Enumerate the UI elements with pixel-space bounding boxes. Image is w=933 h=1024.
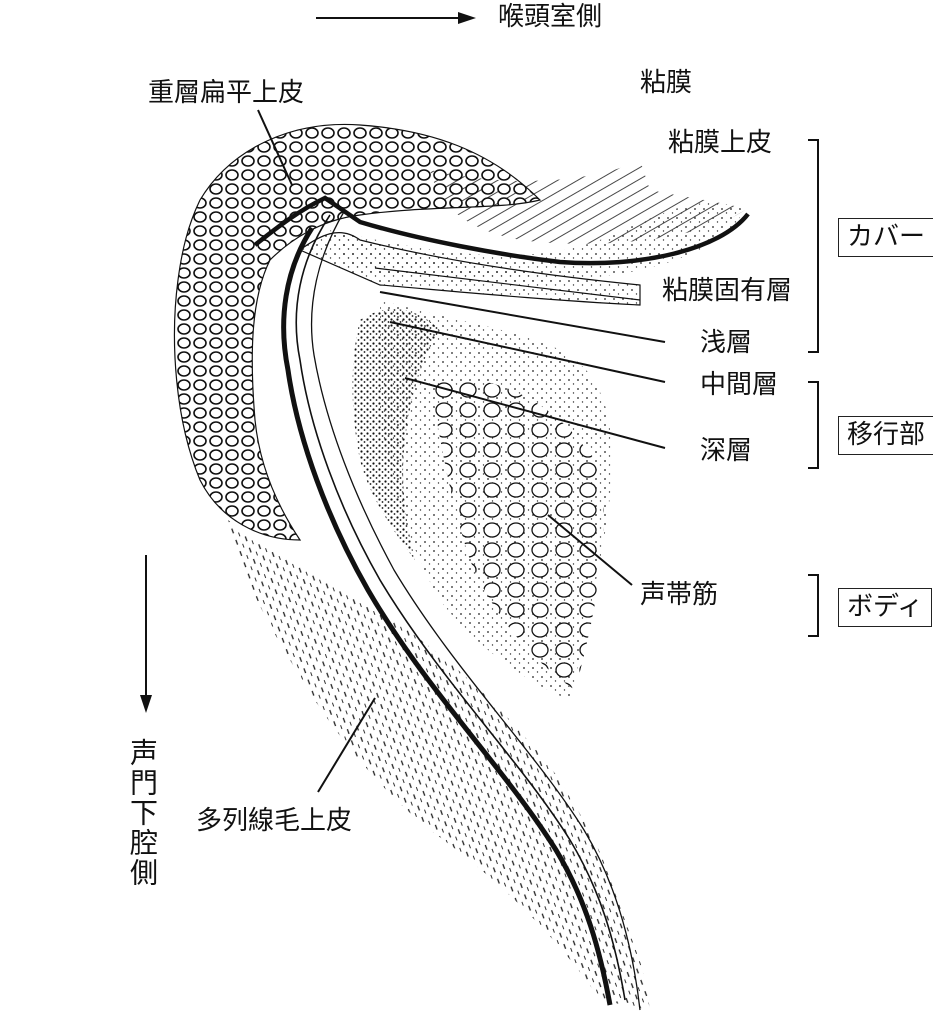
label-vocalis-muscle: 声帯筋: [640, 580, 719, 610]
group-body: ボディ: [838, 588, 933, 627]
basement-membrane: [253, 195, 750, 266]
label-stratified-squamous: 重層扁平上皮: [148, 78, 305, 108]
label-superficial-layer: 浅層: [700, 328, 753, 358]
leader-ciliated: [317, 697, 376, 793]
bracket-cover: [808, 139, 819, 353]
lamina-propria-band: [298, 231, 641, 306]
label-ciliated-epithelium: 多列線毛上皮: [196, 806, 353, 836]
top-arrow: [316, 12, 476, 24]
left-arrow: [140, 555, 152, 713]
group-transition: 移行部: [838, 416, 933, 455]
label-lamina-propria: 粘膜固有層: [662, 276, 793, 306]
label-supraglottic-side: 喉頭室側: [498, 2, 603, 32]
group-cover: カバー: [838, 218, 933, 257]
epithelium-curve-outer: [281, 226, 613, 1006]
superficial-layer-band: [374, 267, 641, 301]
leader-lines: [257, 109, 666, 793]
vocalis-muscle-fibers: [430, 378, 604, 690]
label-mucosal-epithelium: 粘膜上皮: [668, 128, 773, 158]
epithelium-curve-inner: [295, 214, 626, 1001]
epithelium-curve-right: [310, 209, 641, 1011]
leader-intermediate: [389, 321, 666, 383]
leader-superficial: [379, 291, 666, 343]
deep-layer-region: [352, 309, 440, 560]
leader-vocalis: [547, 514, 633, 586]
label-subglottic-side: 声門下腔側: [126, 738, 159, 888]
lower-region: [228, 520, 650, 1010]
leader-squamous: [257, 109, 293, 186]
squamous-epithelium-region: [173, 123, 542, 541]
brackets: [808, 139, 819, 637]
label-mucosa: 粘膜: [640, 68, 693, 98]
leader-deep: [404, 377, 666, 449]
label-deep-layer: 深層: [700, 436, 753, 466]
bracket-transition: [808, 381, 819, 469]
bracket-body: [808, 574, 819, 637]
label-intermediate-layer: 中間層: [700, 370, 779, 400]
